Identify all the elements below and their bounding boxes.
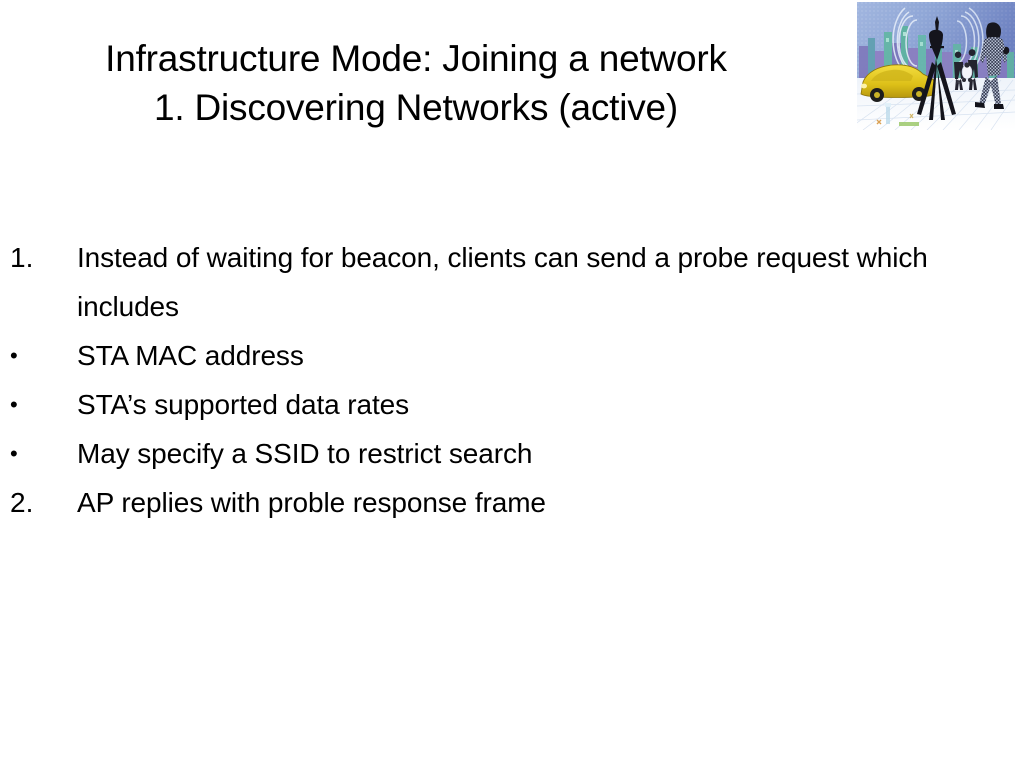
title-line-2: 1. Discovering Networks (active) [153, 87, 679, 128]
bullet-list: 1. Instead of waiting for beacon, client… [0, 233, 1000, 527]
list-marker-number: 1. [10, 242, 34, 273]
antenna-tower [917, 16, 956, 120]
slide-title: Infrastructure Mode: Joining a network 1… [0, 34, 832, 132]
list-item-text: STA MAC address [77, 340, 304, 371]
list-item-text: May specify a SSID to restrict search [77, 438, 533, 469]
list-item: 2. AP replies with proble response frame [0, 478, 1000, 527]
title-line-1: Infrastructure Mode: Joining a network [105, 38, 727, 79]
wireless-city-illustration [857, 2, 1015, 130]
small-figure [961, 62, 973, 82]
list-marker-bullet: • [10, 441, 18, 466]
list-item-text: Instead of waiting for beacon, clients c… [77, 242, 928, 322]
list-item: • STA’s supported data rates [0, 380, 1000, 429]
list-marker-number: 2. [10, 487, 34, 518]
list-item-text: AP replies with proble response frame [77, 487, 546, 518]
list-item: 1. Instead of waiting for beacon, client… [0, 233, 1000, 331]
list-item-text: STA’s supported data rates [77, 389, 410, 420]
illustration-svg [857, 2, 1015, 130]
ground-details [876, 79, 960, 126]
foreground-pedestrian [975, 22, 1010, 109]
list-item: • May specify a SSID to restrict search [0, 429, 1000, 478]
list-marker-bullet: • [10, 392, 18, 417]
list-item: • STA MAC address [0, 331, 1000, 380]
list-marker-bullet: • [10, 343, 18, 368]
